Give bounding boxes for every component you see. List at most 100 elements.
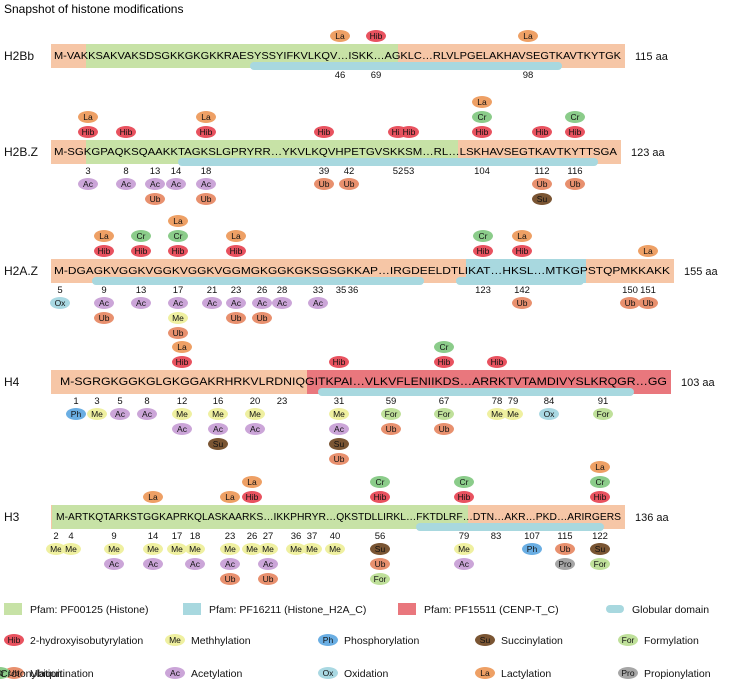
mod-badge-hib: Hib — [131, 245, 151, 257]
svg-text:Ph: Ph — [71, 409, 82, 419]
site-number: 35 — [336, 285, 347, 296]
svg-text:Ub: Ub — [344, 179, 355, 189]
svg-text:Me: Me — [212, 409, 224, 419]
mod-badge-su: Su — [590, 543, 610, 555]
site-number: 4 — [68, 531, 73, 542]
mod-badge-ac: Ac — [168, 297, 188, 309]
mod-badge-ub: Ub — [168, 327, 188, 339]
svg-text:Hib: Hib — [403, 127, 416, 137]
svg-text:For: For — [438, 409, 451, 419]
mod-badge-me: Me — [143, 543, 163, 555]
mod-badge-for: For — [590, 558, 610, 570]
site-number: 26 — [247, 531, 258, 542]
mod-badge-ub: Ub — [252, 312, 272, 324]
site-number: 112 — [534, 166, 549, 177]
globular-domain — [318, 388, 634, 396]
svg-text:Ub: Ub — [386, 424, 397, 434]
mod-badge-la: La — [172, 341, 192, 353]
mod-badge-hib: Hib — [168, 245, 188, 257]
legend-badge: Me — [165, 634, 185, 646]
svg-text:Me: Me — [249, 409, 261, 419]
site-number: 13 — [150, 166, 161, 177]
mod-badge-ub: Ub — [145, 193, 165, 205]
mod-badge-pro: Pro — [555, 558, 575, 570]
legend-label: Pfam: PF00125 (Histone) — [30, 604, 148, 616]
site-number: 142 — [514, 285, 530, 296]
svg-text:Me: Me — [169, 635, 181, 645]
site-36: 36 — [348, 285, 359, 296]
mod-badge-ac: Ac — [208, 423, 228, 435]
site-number: 17 — [172, 531, 183, 542]
site-number: 8 — [144, 396, 149, 407]
mod-badge-me: Me — [487, 408, 507, 420]
svg-text:Ox: Ox — [544, 409, 556, 419]
svg-text:For: For — [594, 559, 607, 569]
mod-badge-hib: Hib — [434, 356, 454, 368]
mod-badge-hib: Hib — [487, 356, 507, 368]
site-number: 18 — [190, 531, 201, 542]
sequence-length: 123 aa — [631, 147, 666, 159]
svg-text:Cr: Cr — [460, 477, 469, 487]
site-5: 5Ac — [110, 396, 130, 420]
mod-badge-ac: Ac — [202, 297, 222, 309]
mod-badge-ub: Ub — [258, 573, 278, 585]
svg-text:Cr: Cr — [571, 112, 580, 122]
site-number: 26 — [257, 285, 268, 296]
svg-text:Hib: Hib — [594, 492, 607, 502]
site-number: 14 — [148, 531, 159, 542]
mod-badge-ac: Ac — [454, 558, 474, 570]
site-number: 12 — [177, 396, 188, 407]
svg-text:Hib: Hib — [392, 127, 405, 137]
svg-text:For: For — [597, 409, 610, 419]
site-3: 3Me — [87, 396, 107, 420]
mod-badge-me: Me — [325, 543, 345, 555]
mod-badge-hib: Hib — [116, 126, 136, 138]
svg-text:Ub: Ub — [625, 298, 636, 308]
mod-badge-ac: Ac — [226, 297, 246, 309]
mod-badge-la: La — [472, 96, 492, 108]
mod-badge-cr: Cr — [565, 111, 585, 123]
svg-text:Ac: Ac — [190, 559, 201, 569]
mod-badge-hib: Hib — [366, 30, 386, 42]
mod-badge-me: Me — [87, 408, 107, 420]
site-number: 67 — [439, 396, 450, 407]
legend-badge: Ox — [318, 667, 338, 679]
mod-badge-me: Me — [185, 543, 205, 555]
mod-badge-ac: Ac — [252, 297, 272, 309]
svg-text:La: La — [225, 492, 235, 502]
mod-badge-ph: Ph — [66, 408, 86, 420]
mod-badge-ac: Ac — [104, 558, 124, 570]
svg-text:Ac: Ac — [115, 409, 126, 419]
svg-text:Me: Me — [329, 544, 341, 554]
svg-text:Cr: Cr — [376, 477, 385, 487]
svg-text:Hib: Hib — [370, 31, 383, 41]
site-number: 91 — [598, 396, 609, 407]
mod-badge-me: Me — [242, 543, 262, 555]
legend-label: Phosphorylation — [344, 635, 419, 647]
site-number: 17 — [173, 285, 184, 296]
svg-text:Ox: Ox — [55, 298, 67, 308]
mod-badge-me: Me — [167, 543, 187, 555]
site-1: 1Ph — [66, 396, 86, 420]
svg-text:Ub: Ub — [9, 668, 20, 678]
site-number: 107 — [524, 531, 540, 542]
svg-text:Ac: Ac — [136, 298, 147, 308]
mod-badge-me: Me — [208, 408, 228, 420]
svg-text:Ac: Ac — [201, 179, 212, 189]
mod-badge-la: La — [226, 230, 246, 242]
